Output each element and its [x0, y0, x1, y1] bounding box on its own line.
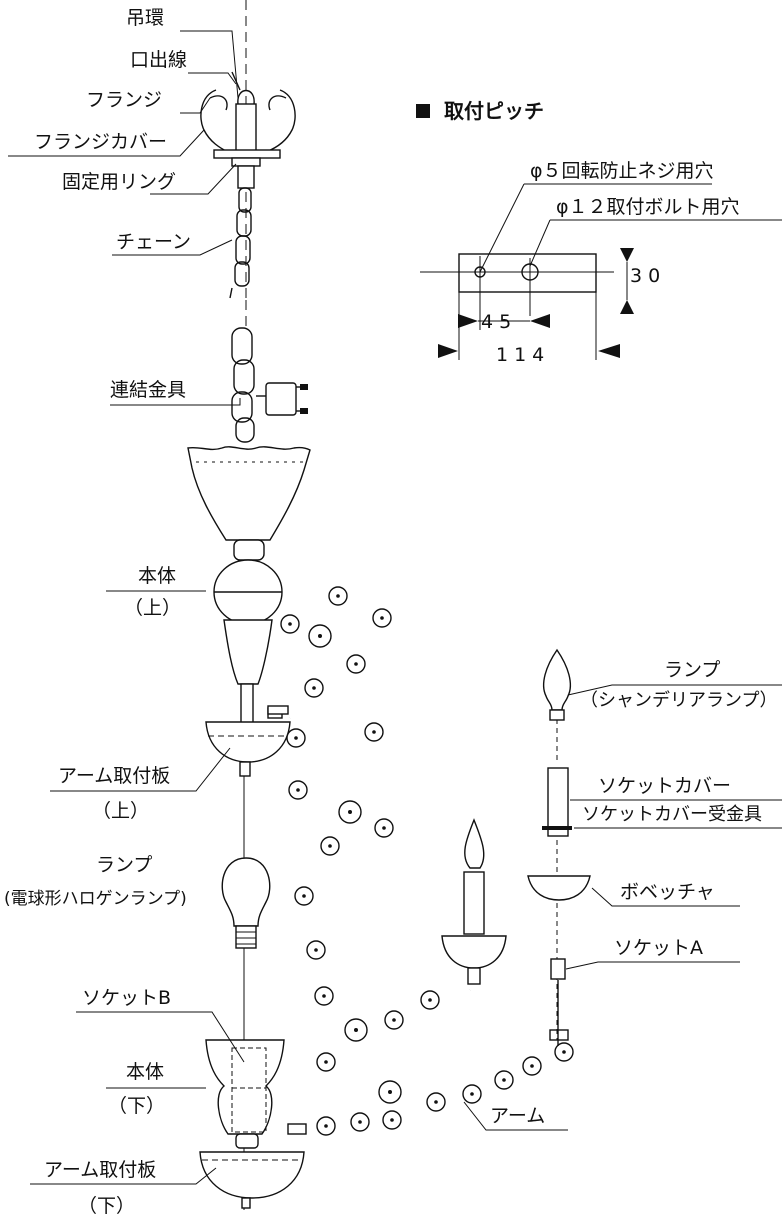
arm-beads	[280, 586, 574, 1136]
label-hanger: 吊環	[126, 7, 164, 29]
label-arm-plate-upper: アーム取付板	[58, 765, 170, 787]
label-fixing-ring: 固定用リング	[62, 171, 176, 193]
label-chain: チェーン	[116, 231, 191, 253]
pitch-title: 取付ピッチ	[444, 99, 544, 123]
label-arm: アーム	[490, 1105, 545, 1127]
leader-lines	[8, 30, 782, 1185]
label-lamp-mid-sub: (電球形ハロゲンランプ)	[4, 889, 187, 909]
label-lamp-mid: ランプ	[96, 854, 152, 876]
chain-upper	[229, 187, 252, 299]
hanger-ring	[237, 89, 255, 105]
pitch-bullet-square	[416, 104, 430, 118]
chain-lower	[231, 327, 255, 443]
label-bobeche: ボベッチャ	[620, 881, 715, 903]
fixing-ring	[231, 157, 261, 167]
label-body-upper-sub: （上）	[124, 597, 181, 619]
label-body-upper: 本体	[138, 565, 176, 587]
flange-assembly	[200, 71, 296, 189]
label-lamp-right-sub: （シャンデリアランプ）	[580, 690, 777, 711]
socket-a	[550, 958, 566, 980]
label-flange: フランジ	[86, 89, 162, 111]
pitch-dim-width: 114	[496, 344, 550, 366]
label-flange-cover: フランジカバー	[34, 131, 167, 153]
pitch-hole-small-label: φ５回転防止ネジ用穴	[530, 160, 714, 182]
label-outlet-wire: 口出線	[130, 49, 187, 71]
socket-cover	[547, 767, 569, 837]
mounting-pitch-inset: 取付ピッチ φ５回転防止ネジ用穴 φ１２取付ボルト用穴 30 45 114	[416, 99, 782, 366]
label-socket-b: ソケットB	[82, 987, 171, 1009]
label-body-lower: 本体	[126, 1061, 164, 1083]
label-lamp-right: ランプ	[664, 659, 720, 681]
body-lower	[205, 1039, 285, 1149]
label-body-lower-sub: （下）	[108, 1095, 165, 1117]
label-arm-plate-upper-sub: （上）	[92, 800, 149, 822]
chandelier-lamp	[542, 648, 572, 721]
flange-stem	[235, 103, 257, 155]
label-coupling: 連結金具	[110, 379, 186, 401]
label-socket-cover-bracket: ソケットカバー受金具	[582, 804, 762, 825]
pitch-dim-height: 30	[630, 265, 666, 287]
arm-connectors	[267, 705, 569, 1135]
coupling-bracket	[256, 382, 308, 416]
pitch-dim-pitch: 45	[481, 311, 517, 333]
label-arm-plate-lower: アーム取付板	[44, 1159, 156, 1181]
pitch-mounting-plate	[458, 253, 597, 293]
decorative-arm-lower	[295, 811, 568, 1132]
socket-cover-bracket	[542, 826, 572, 830]
decorative-arm-upper	[286, 591, 385, 817]
flange-plate	[213, 149, 281, 159]
candle-lamp	[441, 818, 507, 985]
body-upper	[187, 446, 311, 725]
pitch-hole-large-label: φ１２取付ボルト用穴	[556, 196, 740, 218]
bobeche	[527, 875, 591, 901]
halogen-lamp	[221, 857, 271, 949]
label-socket-cover: ソケットカバー	[598, 775, 731, 797]
arm-plate-lower	[199, 1151, 305, 1209]
label-arm-plate-lower-sub: （下）	[78, 1195, 135, 1217]
label-socket-a: ソケットA	[614, 937, 703, 959]
